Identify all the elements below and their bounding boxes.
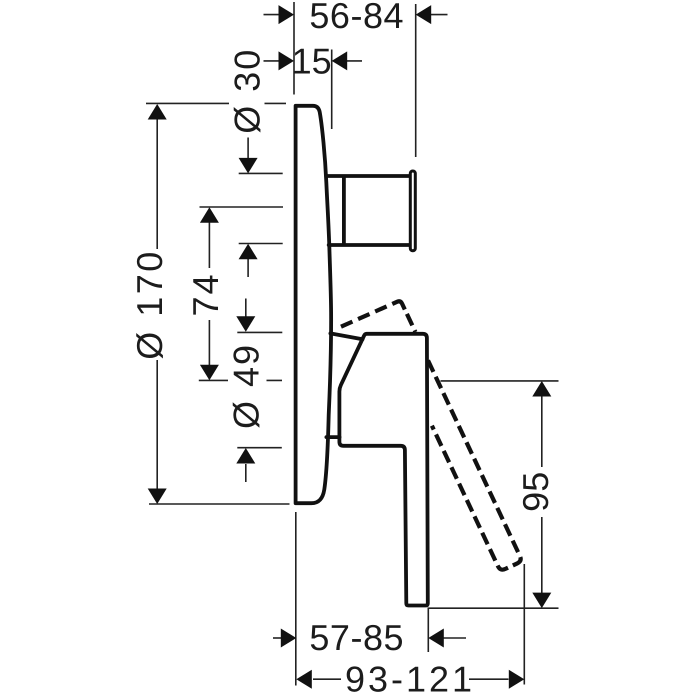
- svg-text:93-121: 93-121: [345, 659, 475, 700]
- svg-text:Ø 49: Ø 49: [226, 343, 267, 429]
- svg-text:15: 15: [292, 41, 332, 82]
- svg-text:Ø 30: Ø 30: [226, 48, 267, 134]
- svg-text:74: 74: [185, 272, 226, 316]
- svg-text:95: 95: [515, 472, 556, 512]
- svg-text:57-85: 57-85: [309, 617, 404, 658]
- svg-text:56-84: 56-84: [309, 0, 404, 36]
- svg-text:Ø 170: Ø 170: [129, 249, 170, 360]
